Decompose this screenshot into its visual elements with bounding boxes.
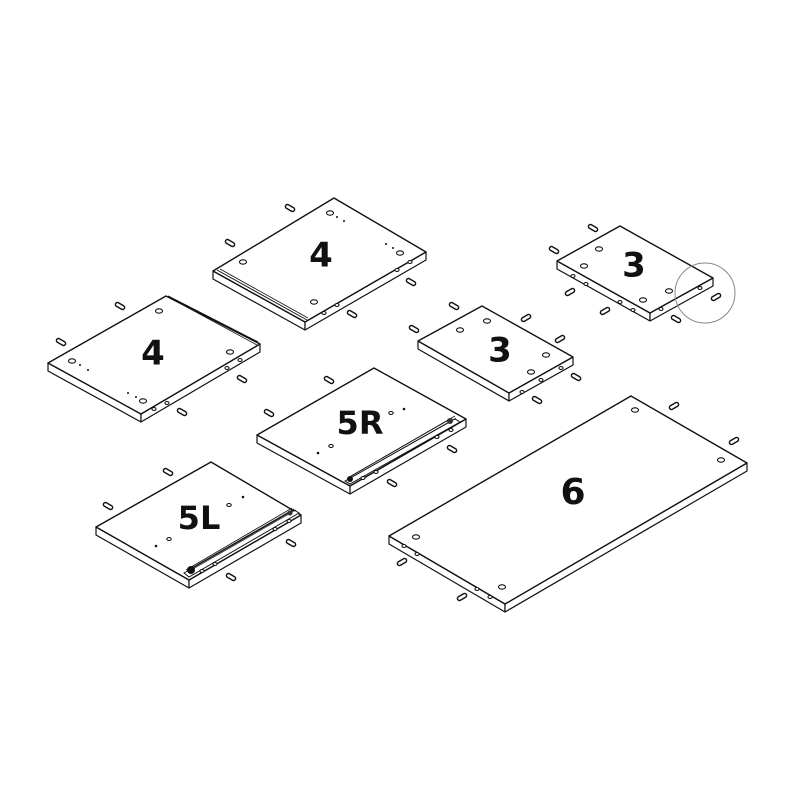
panel-5r: 5R <box>256 367 467 495</box>
dowel-icon <box>446 444 458 454</box>
panel-label: 3 <box>622 246 646 286</box>
dowel-icon <box>102 501 114 511</box>
dowel-icon <box>225 572 237 582</box>
dowel-icon <box>405 277 417 287</box>
dowel-icon <box>548 245 560 255</box>
dowel-icon <box>114 301 126 311</box>
panel-label: 4 <box>141 334 165 374</box>
dowel-icon <box>162 467 174 477</box>
panel-5l: 5L <box>95 461 302 589</box>
dowel-icon <box>55 337 67 347</box>
dowel-icon <box>456 592 468 602</box>
dowel-icon <box>396 557 408 567</box>
panel-3-middle: 3 <box>408 301 582 405</box>
panel-3-top-right: 3 <box>548 223 736 324</box>
dowel-icon <box>599 306 611 316</box>
dowel-icon <box>710 292 722 302</box>
drawer-slide-rail <box>344 415 461 485</box>
panel-label: 6 <box>560 472 585 513</box>
dowel-icon <box>285 538 297 548</box>
dowel-icon <box>448 301 460 311</box>
panel-4-left: 4 <box>47 295 261 423</box>
dowel-icon <box>236 374 248 384</box>
dowel-icon <box>284 203 296 213</box>
dowel-icon <box>224 238 236 248</box>
panel-6: 6 <box>388 395 748 613</box>
dowel-icon <box>668 401 680 411</box>
dowel-icon <box>670 314 682 324</box>
dowel-icon <box>531 395 543 405</box>
panel-label: 5R <box>337 404 384 442</box>
dowel-icon <box>346 309 358 319</box>
panel-4-top: 4 <box>212 197 427 331</box>
drawer-slide-rail <box>183 507 300 578</box>
panel-label: 4 <box>309 236 333 276</box>
dowel-icon <box>176 407 188 417</box>
dowel-icon <box>587 223 599 233</box>
dowel-icon <box>570 372 582 382</box>
panel-label: 3 <box>488 331 512 371</box>
panel-label: 5L <box>178 499 221 537</box>
dowel-icon <box>564 287 576 297</box>
dowel-icon <box>728 436 740 446</box>
detail-callout-circle <box>674 262 736 324</box>
dowel-icon <box>520 313 532 323</box>
dowel-icon <box>408 324 420 334</box>
dowel-icon <box>263 408 275 418</box>
dowel-icon <box>386 478 398 488</box>
dowel-icon <box>323 375 335 385</box>
dowel-icon <box>554 334 566 344</box>
